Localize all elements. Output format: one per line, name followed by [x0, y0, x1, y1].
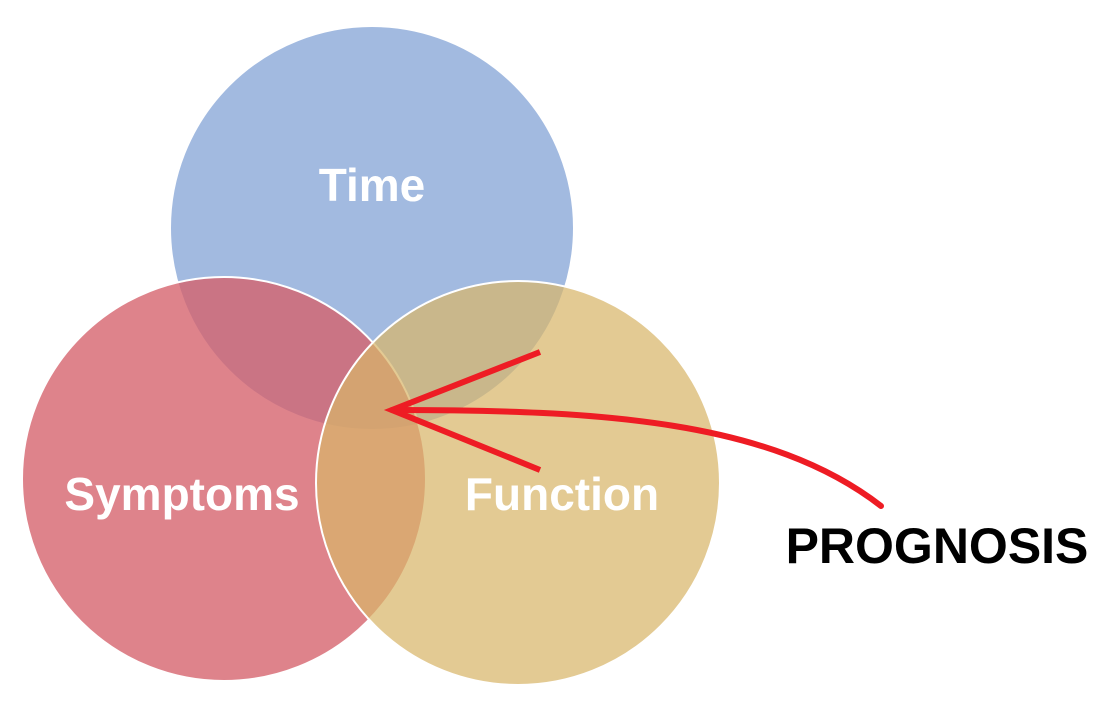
symptoms-label: Symptoms [64, 468, 299, 520]
circle-labels: Time Symptoms Function [64, 159, 659, 520]
venn-circles [21, 25, 721, 686]
prognosis-label: PROGNOSIS [786, 518, 1089, 574]
prognosis-arrow [383, 349, 884, 509]
time-label: Time [319, 159, 426, 211]
arrowhead [383, 349, 542, 473]
function-circle [315, 280, 721, 686]
arrow-shaft [389, 407, 884, 509]
function-label: Function [465, 468, 659, 520]
